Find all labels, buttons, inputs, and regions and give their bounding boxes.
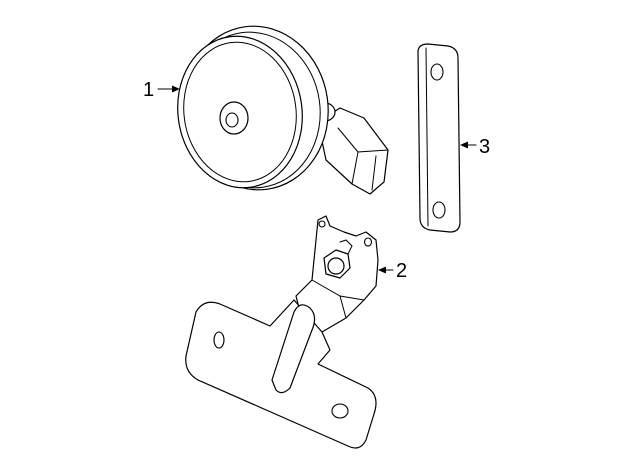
callout-2: 2 [378,260,407,282]
callout-number-3: 3 [479,136,490,158]
callout-number-1: 1 [143,79,154,101]
strap-hole-top [430,63,444,81]
base-hole-right [331,403,349,419]
strap-bracket-part[interactable] [417,43,461,233]
bracket-rib [271,304,316,394]
strap-hole-bottom [432,201,446,219]
callout-number-2: 2 [396,260,407,282]
base-hole-left [213,331,225,349]
hex-nut [323,239,353,279]
horn-connector [317,107,389,195]
arrowhead-1 [172,85,180,93]
mounting-bracket-part[interactable] [185,215,379,449]
arrowhead-2 [378,266,386,274]
strap-body [417,43,461,233]
callout-1: 1 [143,79,180,101]
callout-3: 3 [460,136,490,158]
arrowhead-3 [460,141,468,149]
horn-part[interactable] [168,17,389,199]
